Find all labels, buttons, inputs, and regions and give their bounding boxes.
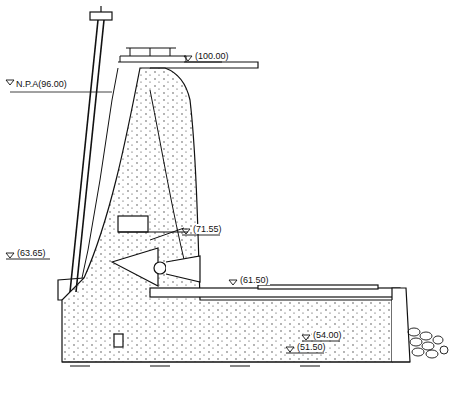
elevation-label: (63.65) bbox=[16, 248, 47, 258]
end-sill bbox=[392, 288, 410, 362]
radial-gate bbox=[112, 248, 158, 286]
riprap bbox=[408, 328, 448, 358]
gallery-door bbox=[114, 334, 123, 347]
elevation-label: N.P.A(96.00) bbox=[15, 79, 68, 89]
elevation-label: (100.00) bbox=[194, 51, 230, 61]
dam-body bbox=[62, 68, 392, 362]
elevation-label: (61.50) bbox=[239, 275, 270, 285]
deck bbox=[118, 62, 258, 68]
hoist bbox=[90, 12, 112, 20]
elevation-label: (71.55) bbox=[192, 224, 223, 234]
elevation-marks bbox=[6, 56, 340, 353]
gate-shaft bbox=[70, 20, 98, 292]
elevation-label: (54.00) bbox=[312, 330, 343, 340]
elevation-label: (51.50) bbox=[296, 342, 327, 352]
